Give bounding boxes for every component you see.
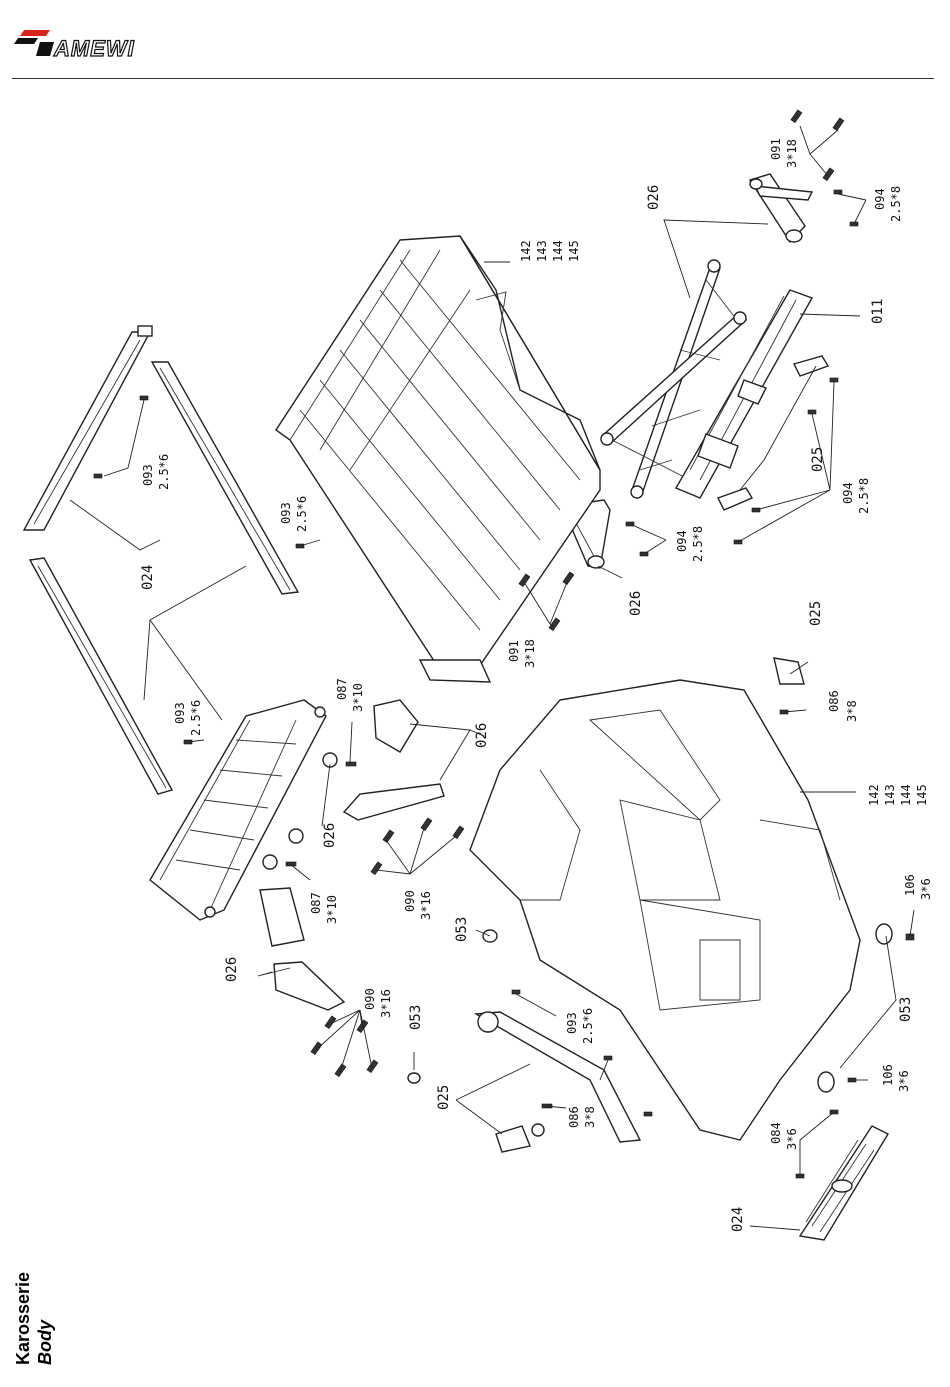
size-3x16-center: 3*16 — [419, 891, 433, 920]
callout-053-right: 053 — [898, 997, 914, 1022]
callout-026-center: 026 — [474, 723, 490, 748]
size-2-5x8-mid: 2.5*8 — [691, 526, 705, 562]
callout-011: 011 — [870, 299, 886, 324]
size-2-5x8-center: 2.5*8 — [857, 478, 871, 514]
callout-093-b: 093 — [279, 502, 293, 524]
title-german: Karosserie — [12, 1272, 34, 1365]
size-3x6-b: 3*6 — [897, 1070, 911, 1092]
callout-106-b: 106 — [881, 1064, 895, 1086]
size-3x18-mid: 3*18 — [523, 639, 537, 668]
callout-091-top: 091 — [769, 138, 783, 160]
callout-094-top: 094 — [873, 188, 887, 210]
callout-026-bracket: 026 — [322, 823, 338, 848]
page-title: Karosserie Body — [12, 1245, 82, 1365]
size-3x6-c: 3*6 — [785, 1128, 799, 1150]
callout-142-cab: 142 — [867, 784, 881, 806]
callout-090-left: 090 — [363, 988, 377, 1010]
callout-024-top: 024 — [140, 565, 156, 590]
rear-bracket-top — [750, 174, 812, 242]
title-english: Body — [34, 1272, 56, 1365]
size-2-5x6-d: 2.5*6 — [581, 1008, 595, 1044]
callout-025-mid: 025 — [808, 601, 824, 626]
callout-094-center: 094 — [841, 482, 855, 504]
callout-144-cab: 144 — [899, 784, 913, 806]
size-2-5x6-a: 2.5*6 — [157, 454, 171, 490]
callout-087-top: 087 — [335, 678, 349, 700]
callout-091-mid: 091 — [507, 640, 521, 662]
callout-145-cab: 145 — [915, 784, 929, 806]
truck-bed — [276, 236, 600, 682]
callout-142-top: 142 — [519, 240, 533, 262]
callout-143-top: 143 — [535, 240, 549, 262]
roof-rack — [150, 700, 326, 920]
side-rail-long — [30, 558, 172, 794]
callout-026-mid: 026 — [628, 591, 644, 616]
callout-143-cab: 143 — [883, 784, 897, 806]
callout-086-left: 086 — [567, 1106, 581, 1128]
size-2-5x6-c: 2.5*6 — [189, 700, 203, 736]
cab-body — [470, 680, 860, 1140]
size-3x10-top: 3*10 — [351, 683, 365, 712]
callout-093-d: 093 — [565, 1012, 579, 1034]
callout-093-a: 093 — [141, 464, 155, 486]
callout-093-c: 093 — [173, 702, 187, 724]
callout-087-bottom: 087 — [309, 892, 323, 914]
callout-145-top: 145 — [567, 240, 581, 262]
callout-086-right: 086 — [827, 690, 841, 712]
callout-025-left: 025 — [436, 1085, 452, 1110]
side-rail-lower — [152, 362, 298, 594]
size-3x8-left: 3*8 — [583, 1106, 597, 1128]
size-3x16-left: 3*16 — [379, 989, 393, 1018]
front-grille — [800, 1126, 888, 1240]
side-rail-upper — [24, 326, 152, 530]
callout-053-left: 053 — [408, 1005, 424, 1030]
callout-144-top: 144 — [551, 240, 565, 262]
callout-053-center: 053 — [454, 917, 470, 942]
size-3x10-bottom: 3*10 — [325, 895, 339, 924]
callout-labels: 091 3*18 094 2.5*8 026 142 143 144 145 0… — [140, 138, 933, 1232]
callout-090-center: 090 — [403, 890, 417, 912]
callout-094-mid: 094 — [675, 530, 689, 552]
callout-024-bottom: 024 — [730, 1207, 746, 1232]
callout-026-left: 026 — [224, 957, 240, 982]
callout-084: 084 — [769, 1122, 783, 1144]
callout-106-a: 106 — [903, 874, 917, 896]
callout-025-right: 025 — [810, 447, 826, 472]
size-3x18-top: 3*18 — [785, 139, 799, 168]
size-2-5x8-top: 2.5*8 — [889, 186, 903, 222]
size-3x6-a: 3*6 — [919, 878, 933, 900]
size-2-5x6-b: 2.5*6 — [295, 496, 309, 532]
callout-026-top: 026 — [646, 185, 662, 210]
size-3x8-right: 3*8 — [845, 700, 859, 722]
